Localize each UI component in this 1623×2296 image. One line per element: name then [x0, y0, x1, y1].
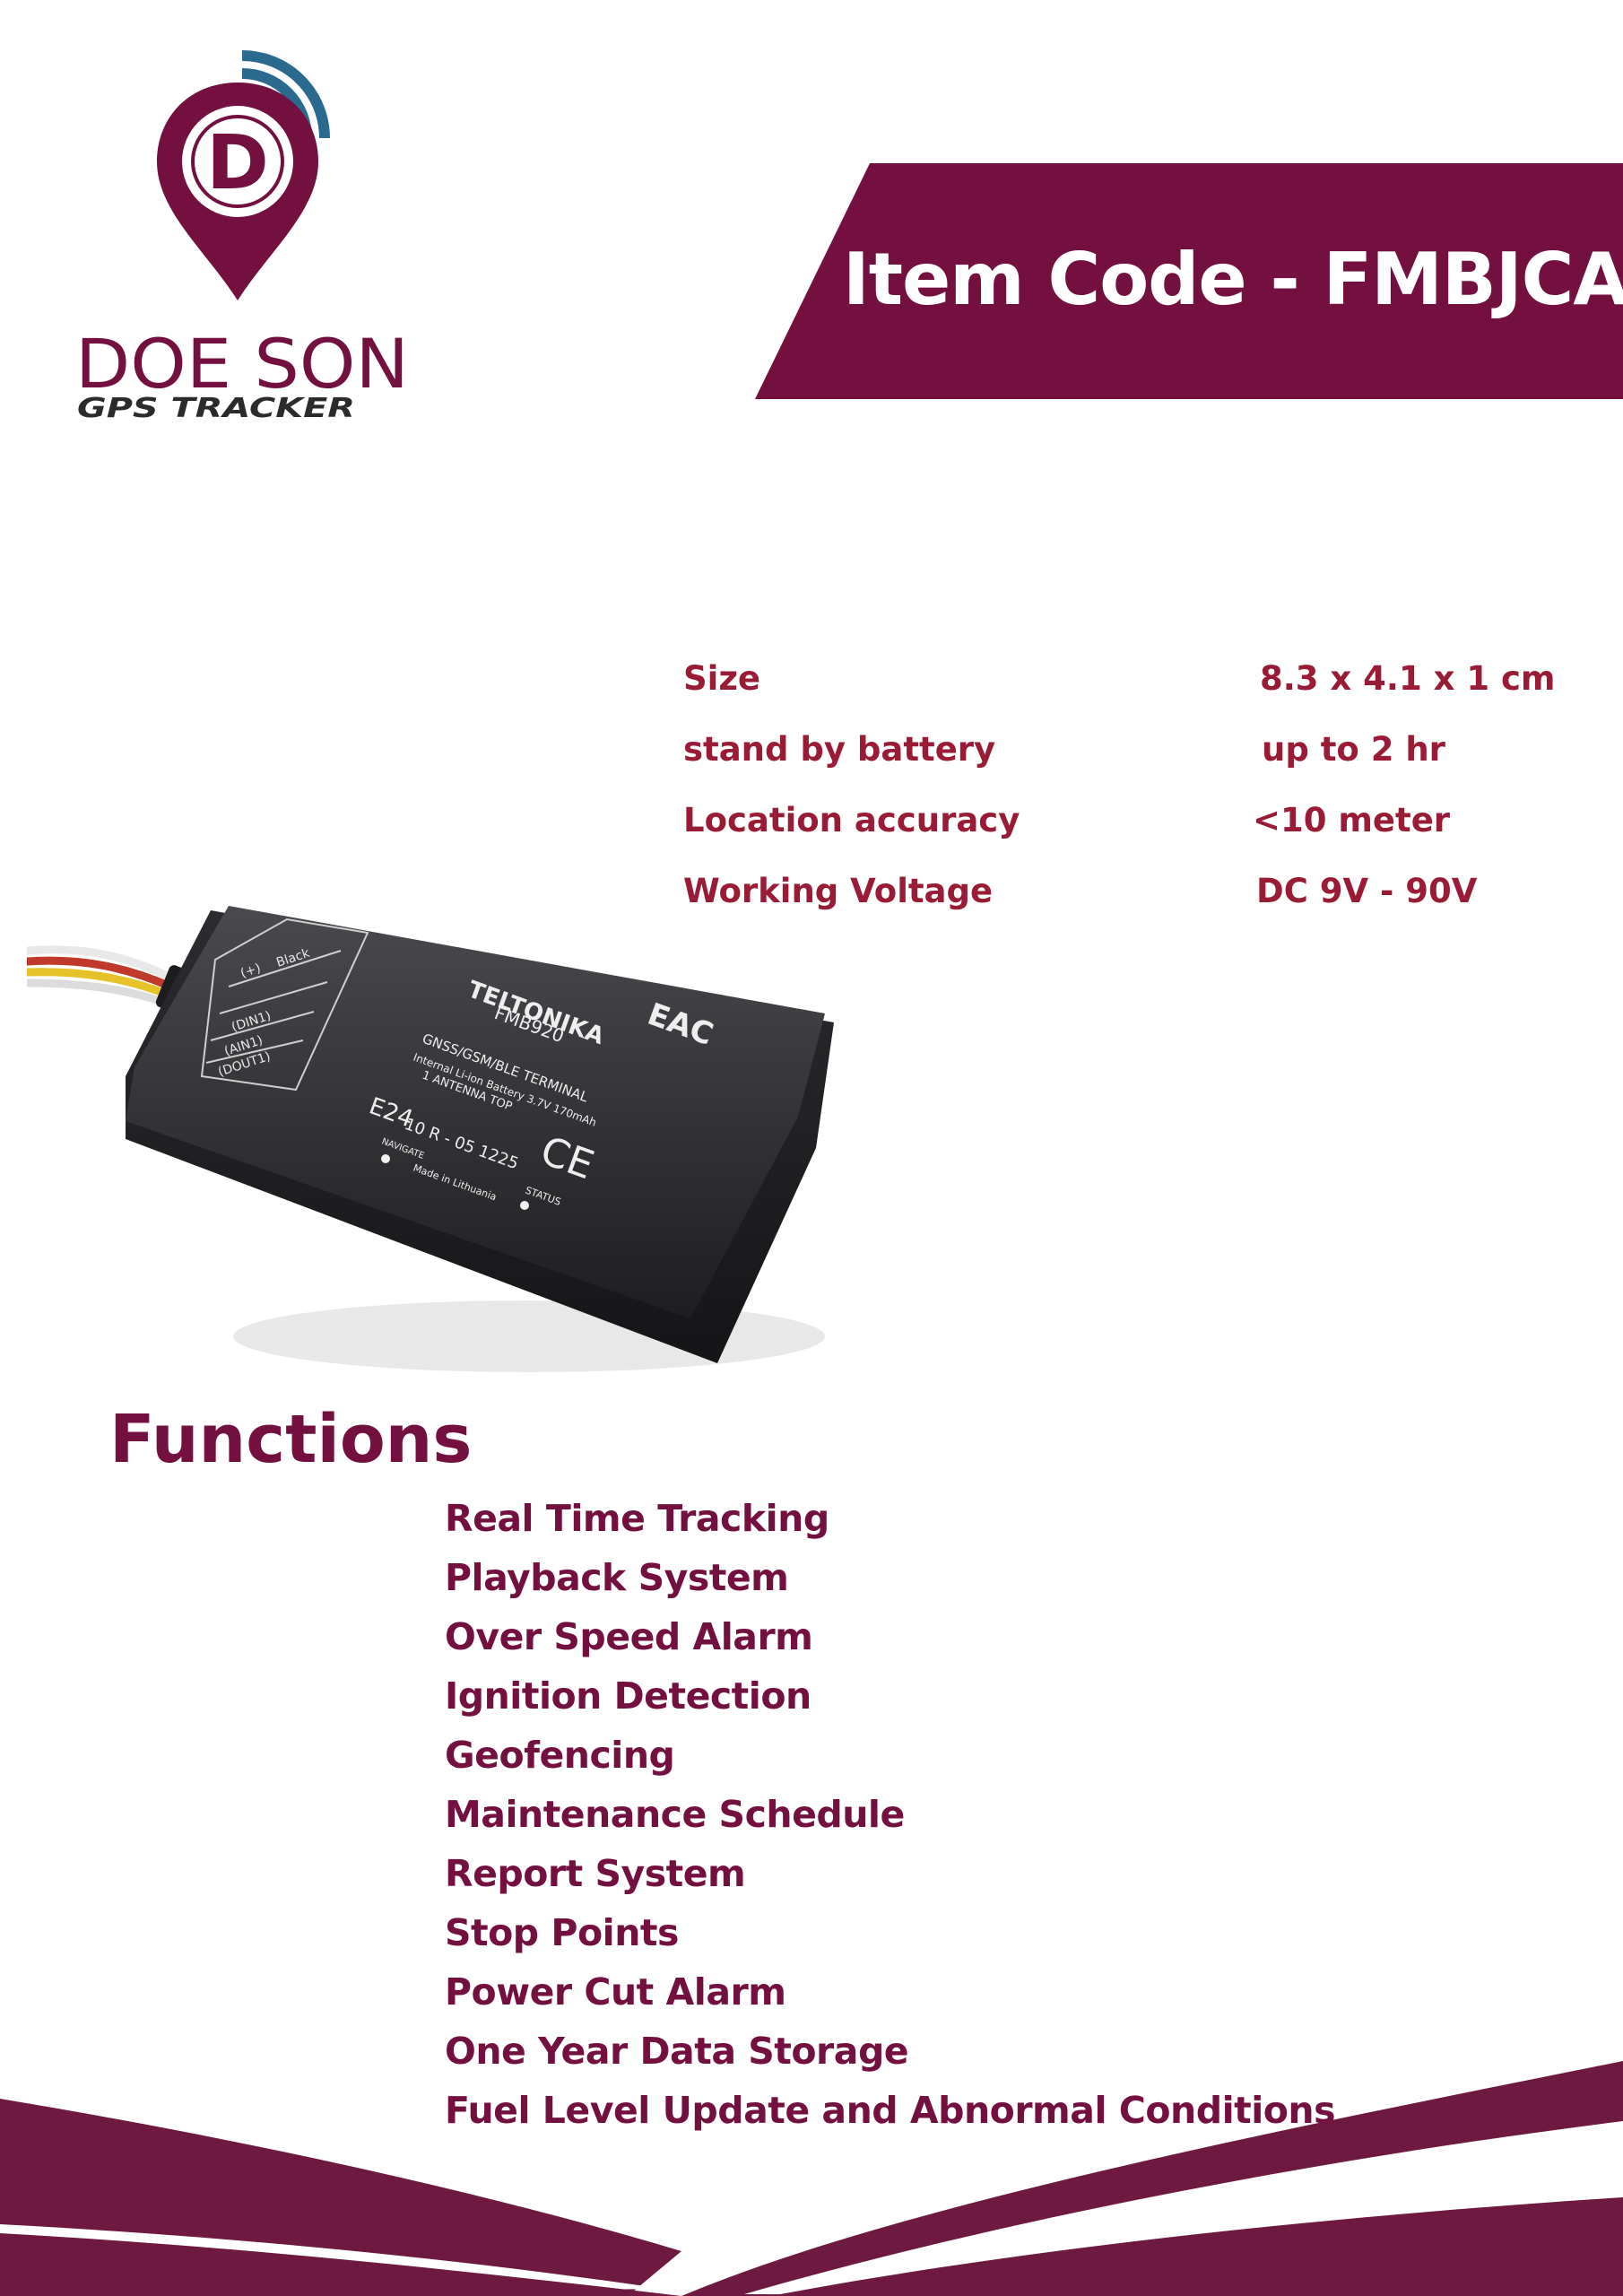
gps-tracker-device-image: (+) Black (DIN1) (AIN1) (DOUT1) TELTONIK… — [27, 906, 834, 1372]
spec-row-size: Size 8.3 x 4.1 x 1 cm — [683, 659, 1580, 713]
logo-tagline: GPS TRACKER — [77, 393, 355, 424]
function-item: Fuel Level Update and Abnormal Condition… — [445, 2089, 1336, 2132]
function-item: Over Speed Alarm — [445, 1615, 813, 1658]
spec-row-accuracy: Location accuracy <10 meter — [683, 801, 1580, 855]
spec-row-battery: stand by battery up to 2 hr — [683, 730, 1580, 784]
functions-list: Real Time Tracking Playback System Over … — [445, 1489, 1336, 2140]
function-item: Real Time Tracking — [445, 1497, 829, 1540]
function-item: Ignition Detection — [445, 1674, 812, 1718]
function-item: Report System — [445, 1852, 746, 1895]
spec-label: Location accuracy — [683, 801, 1020, 839]
item-code-title: Item Code - FMBJCA — [843, 238, 1623, 321]
function-item: Geofencing — [445, 1734, 675, 1777]
logo-letter: D — [206, 118, 269, 206]
footer-wave — [0, 2061, 1623, 2296]
spec-value: up to 2 hr — [1262, 730, 1445, 769]
function-item: Power Cut Alarm — [445, 1970, 786, 2013]
spec-row-voltage: Working Voltage DC 9V - 90V — [683, 872, 1580, 926]
doe-son-logo: D DOE SON GPS TRACKER — [75, 50, 409, 424]
function-item: Playback System — [445, 1556, 789, 1599]
function-item: Maintenance Schedule — [445, 1793, 905, 1836]
pin-label: (+) — [239, 961, 262, 981]
function-item: Stop Points — [445, 1911, 679, 1954]
spec-value: 8.3 x 4.1 x 1 cm — [1260, 659, 1556, 698]
function-item: One Year Data Storage — [445, 2030, 909, 2073]
spec-value: <10 meter — [1253, 801, 1451, 839]
spec-value: DC 9V - 90V — [1256, 872, 1478, 910]
spec-label: Working Voltage — [683, 872, 994, 910]
functions-heading: Functions — [109, 1401, 473, 1478]
cable-wires — [27, 945, 175, 1009]
logo-name: DOE SON — [75, 324, 409, 404]
spec-label: Size — [683, 659, 760, 698]
spec-label: stand by battery — [683, 730, 996, 769]
